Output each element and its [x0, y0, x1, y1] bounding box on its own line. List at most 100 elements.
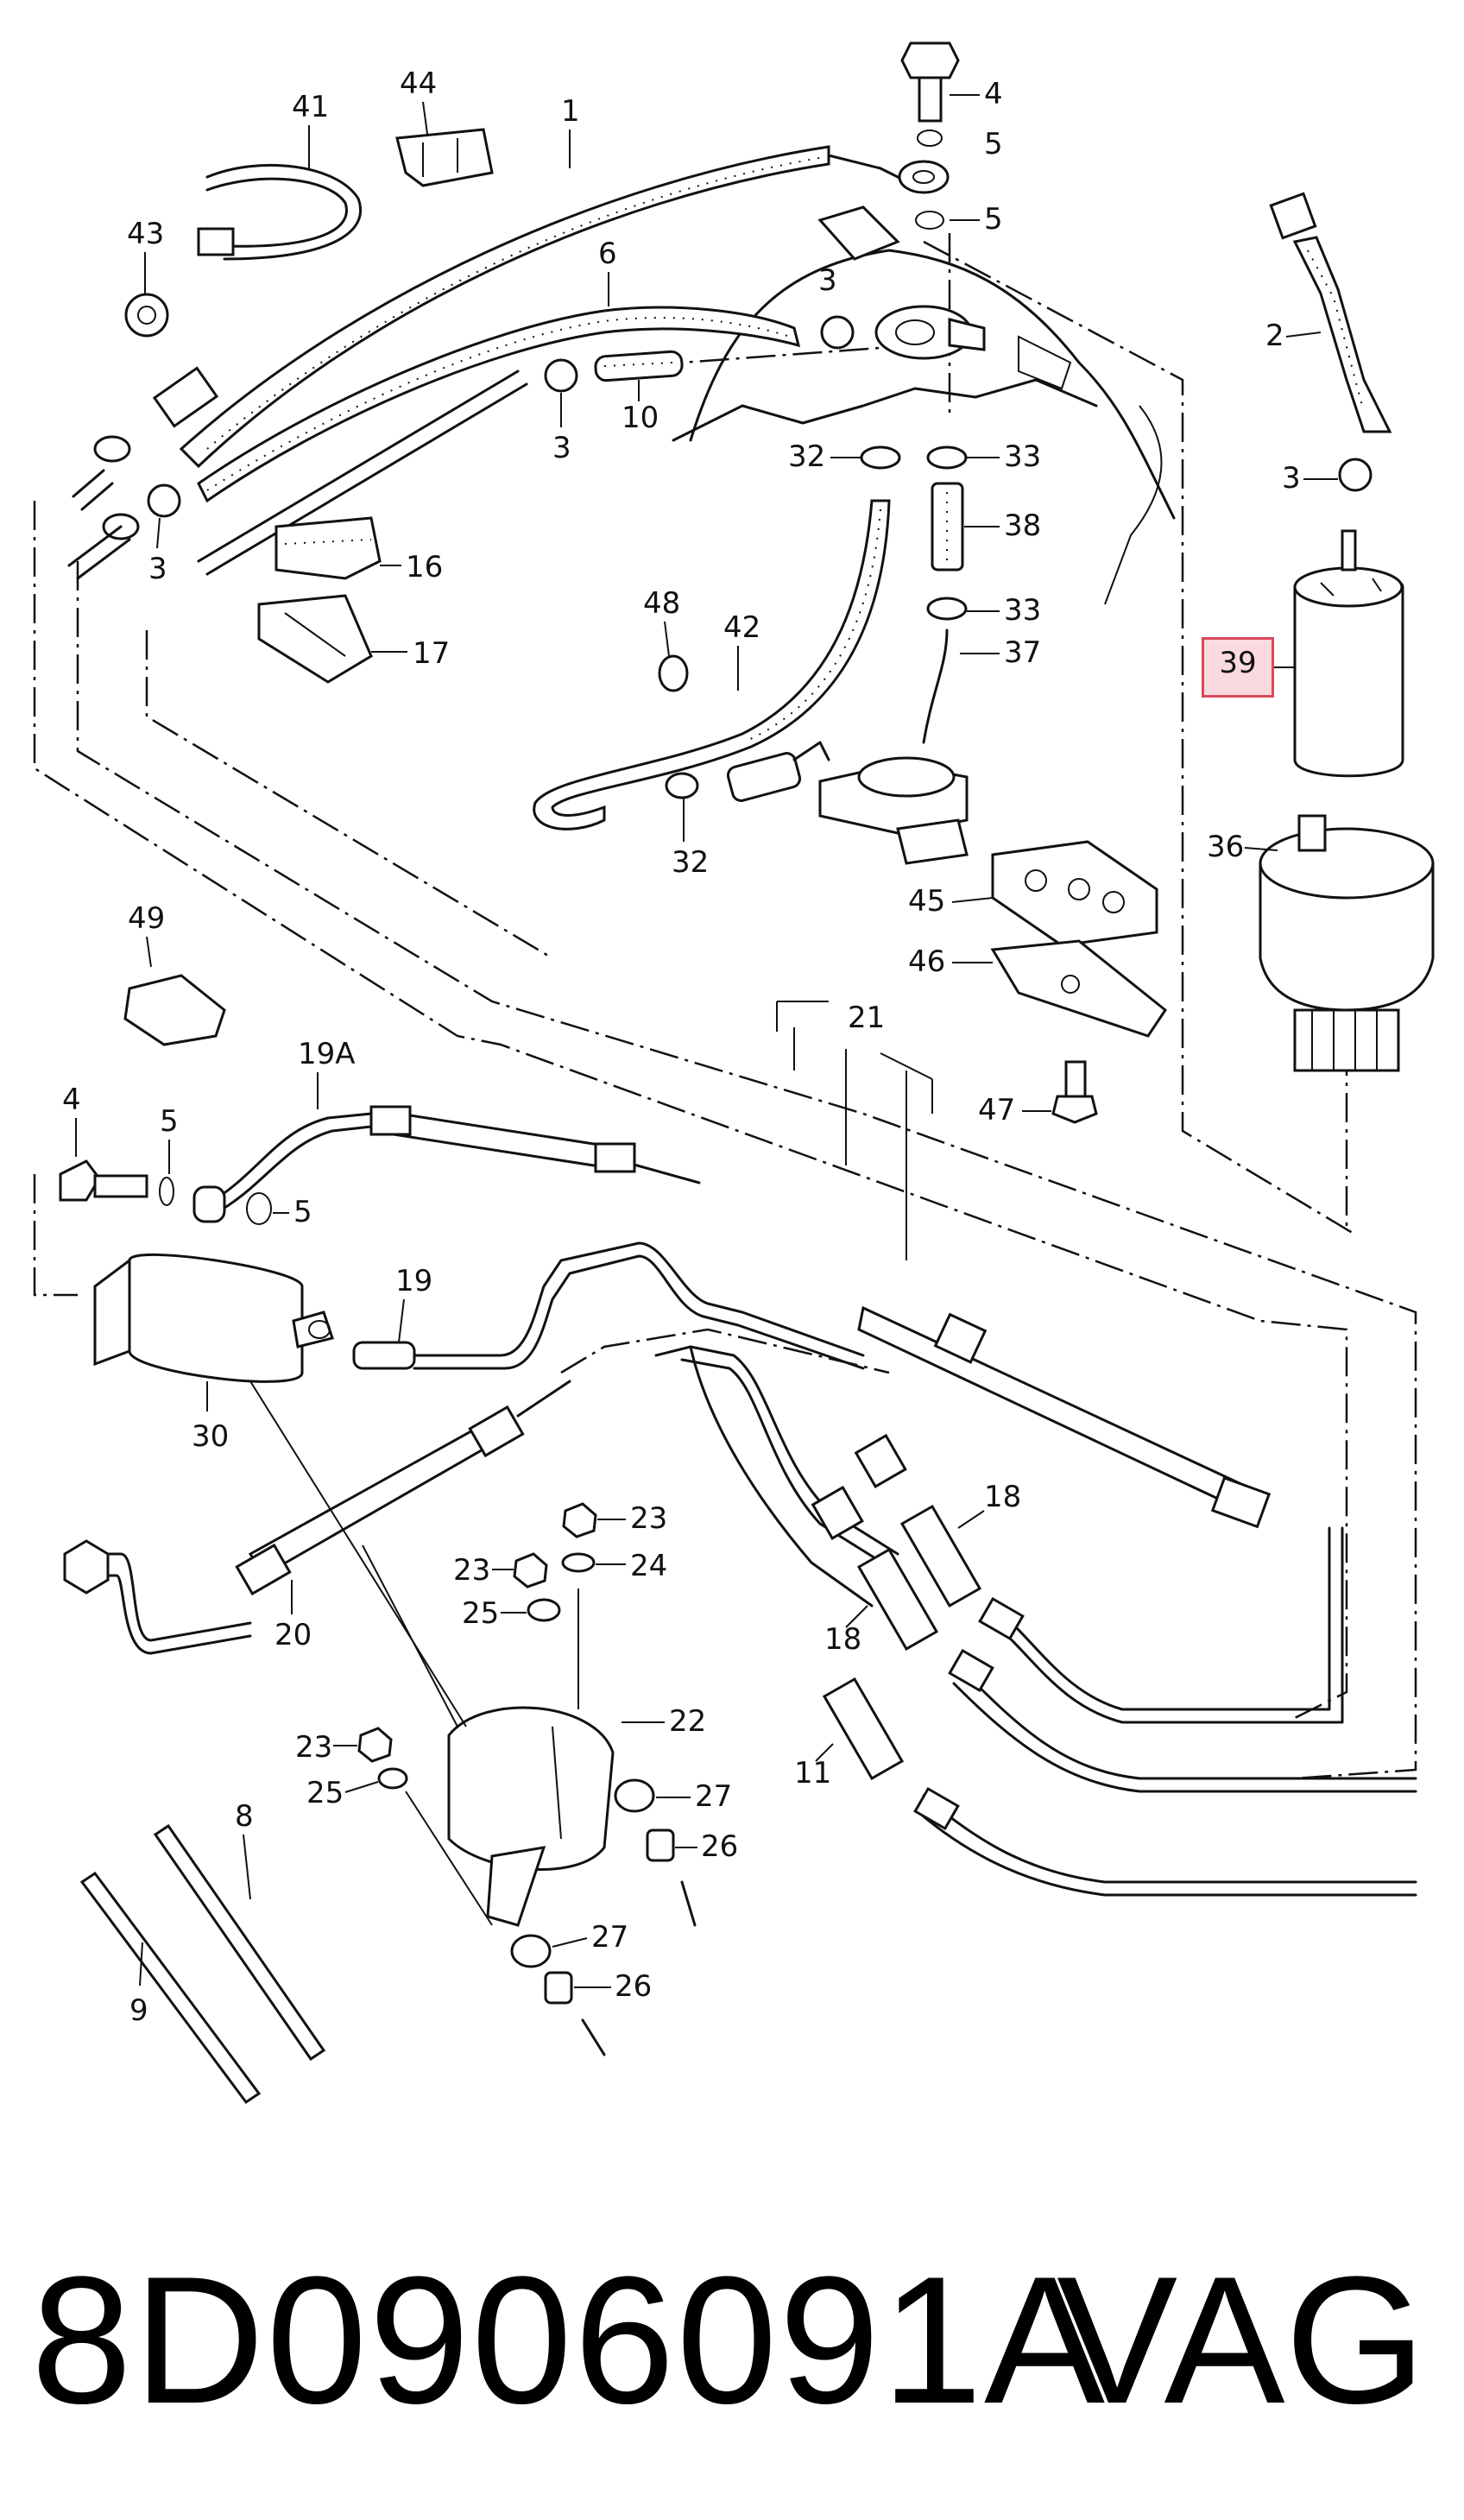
- part-45-bracket: [991, 840, 1158, 947]
- label-30: 30: [192, 1419, 229, 1454]
- vent-pipes: [67, 369, 528, 580]
- label-33b: 33: [1004, 593, 1041, 628]
- tank-tear-edge: [672, 378, 1098, 442]
- part-38-hose: [922, 482, 964, 744]
- label-25b: 25: [306, 1776, 344, 1810]
- label-3a: 3: [818, 263, 837, 298]
- part-46-plate: [990, 939, 1168, 1038]
- label-38: 38: [1004, 508, 1041, 543]
- label-33a: 33: [1004, 439, 1041, 474]
- label-23c: 23: [295, 1730, 332, 1765]
- vent-line-dashed: [145, 630, 553, 960]
- label-16: 16: [406, 550, 443, 584]
- label-46: 46: [908, 944, 945, 979]
- label-5b: 5: [984, 202, 1003, 237]
- label-41: 41: [292, 90, 329, 124]
- part-33-clamps: [926, 445, 968, 621]
- label-3c: 3: [148, 552, 167, 586]
- cross-line-dashed: [560, 1328, 890, 1374]
- label-32b: 32: [672, 845, 709, 880]
- part-10-hose: [594, 350, 684, 382]
- label-36: 36: [1207, 830, 1244, 864]
- label-20: 20: [274, 1618, 312, 1652]
- label-26b: 26: [615, 1969, 652, 2004]
- in-tank-filter: [726, 741, 830, 802]
- part-2-hose: [1269, 192, 1392, 433]
- label-21: 21: [848, 1001, 885, 1035]
- label-1: 1: [561, 94, 580, 129]
- tank-cross-dashed: [681, 344, 916, 364]
- label-18b: 18: [824, 1622, 861, 1657]
- tank-side-edge: [1104, 405, 1163, 605]
- label-26a: 26: [701, 1829, 738, 1864]
- label-11: 11: [794, 1756, 831, 1791]
- label-5a: 5: [984, 127, 1003, 161]
- part-32-clamp: [665, 445, 901, 799]
- label-25a: 25: [462, 1596, 499, 1631]
- label-5d: 5: [293, 1195, 312, 1229]
- tank-sender-top: [817, 205, 986, 360]
- label-44: 44: [400, 66, 437, 101]
- callout-labels: 1 2 3 3 3 3 4 4 5 5 5 5 6 8 9 10 11 16 1…: [62, 66, 1338, 2028]
- label-23b: 23: [453, 1553, 490, 1588]
- leader-lines-bracket: [249, 1380, 579, 1926]
- part-48-clamp: [658, 654, 689, 692]
- part-6-hose: [197, 306, 801, 503]
- couplings-and-lines: [654, 1345, 1417, 1897]
- label-4a: 4: [984, 77, 1003, 111]
- label-2: 2: [1265, 319, 1284, 353]
- label-5c: 5: [160, 1104, 179, 1139]
- filter-bracket-dashed: [33, 1174, 78, 1297]
- part-22-bracket: [447, 1706, 615, 1927]
- label-39: 39: [1219, 646, 1257, 680]
- parts-diagram: 1 2 3 3 3 3 4 4 5 5 5 5 6 8 9 10 11 16 1…: [33, 41, 1435, 2105]
- highlight-box-39: [1202, 637, 1274, 698]
- label-18a: 18: [984, 1480, 1021, 1514]
- tank-bracket: [1018, 335, 1072, 390]
- part-9-rod: [79, 1871, 262, 2105]
- part-42-hose: [533, 499, 891, 831]
- part-19a-line: [192, 1105, 701, 1223]
- label-3d: 3: [1282, 461, 1301, 496]
- label-22: 22: [669, 1704, 706, 1739]
- part-47-screw: [1051, 1060, 1098, 1124]
- part-26-27-bushings: [510, 1778, 697, 2056]
- label-8: 8: [235, 1799, 254, 1834]
- label-4b: 4: [62, 1083, 81, 1117]
- return-line-dashed: [33, 501, 1348, 1720]
- part-43-clip: [124, 293, 169, 338]
- label-49: 49: [128, 901, 165, 936]
- part-19-line: [352, 1241, 1272, 1529]
- label-48: 48: [643, 586, 680, 621]
- part-1-hose: [152, 145, 950, 469]
- swirl-pot: [818, 756, 969, 865]
- part-3-clamps: [147, 315, 1372, 518]
- label-17: 17: [413, 636, 450, 671]
- label-27a: 27: [695, 1779, 732, 1814]
- part-16-holder: [274, 516, 382, 580]
- part-number: 8D0906091A: [31, 2239, 1107, 2441]
- label-9: 9: [129, 1993, 148, 2028]
- feed-line-dashed: [76, 561, 1417, 1780]
- label-32a: 32: [788, 439, 825, 474]
- label-3b: 3: [552, 431, 571, 465]
- part-8-rod: [153, 1823, 326, 2062]
- label-42: 42: [723, 610, 760, 645]
- label-47: 47: [978, 1093, 1015, 1127]
- label-6: 6: [598, 237, 617, 271]
- part-41-strap: [197, 163, 363, 261]
- part-44-clip: [395, 128, 494, 187]
- part-24-25-washers: [377, 1552, 596, 1790]
- label-19a: 19A: [298, 1037, 356, 1071]
- part-21-bracket: [776, 1001, 933, 1260]
- part-39-pump: [1293, 529, 1404, 778]
- part-4-bolt-top: [900, 41, 960, 230]
- label-43: 43: [127, 217, 164, 251]
- part-4-banjo-bolt: [59, 1159, 272, 1225]
- label-10: 10: [622, 401, 659, 435]
- part-36-housing: [1259, 814, 1435, 1072]
- brand-name: VAG: [1057, 2239, 1426, 2441]
- label-27b: 27: [591, 1920, 628, 1955]
- label-19: 19: [395, 1264, 432, 1298]
- part-30-filter: [93, 1253, 334, 1383]
